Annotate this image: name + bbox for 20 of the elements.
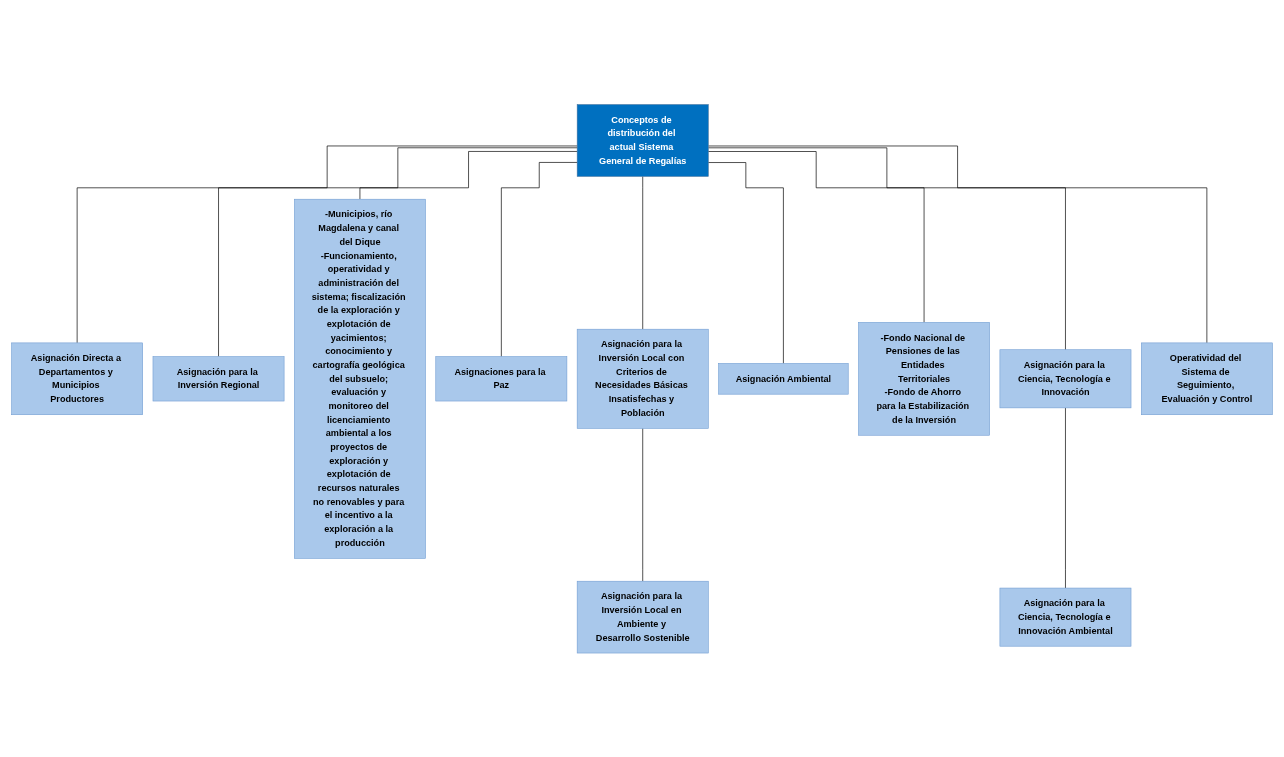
node-box: Asignación para la Ciencia, Tecnología e Innovación Ambiental — [999, 587, 1132, 647]
node-box: Operatividad del Sistema de Seguimiento, Evaluación y Control — [1141, 342, 1273, 415]
connector — [359, 150, 578, 200]
connector — [76, 145, 578, 343]
connector — [707, 145, 1208, 343]
node-box: -Municipios, río Magdalena y canal del Dique -Funcionamiento, operatividad y administración del sistema; fiscalización de la exploración y explotación de yacimientos; conocimiento y cartografía geológica del subsuelo; evaluación y monitoreo del licenciamiento ambiental a los proyectos de exploración y explotación de recursos naturales no renovables y para el incentivo a la exploración a la producción — [294, 198, 426, 559]
connector — [1065, 407, 1066, 589]
node-box: Asignación para la Inversión Local en Ambiente y Desarrollo Sostenible — [576, 580, 709, 654]
connector — [707, 150, 925, 323]
connector — [707, 147, 1066, 350]
connector — [707, 161, 784, 364]
node-box: -Fondo Nacional de Pensiones de las Entidades Territoriales -Fondo de Ahorro para la Estabilización de la Inversión — [858, 321, 990, 436]
node-box: Asignación para la Inversión Regional — [152, 355, 285, 401]
connector — [218, 147, 578, 357]
node-box: Conceptos de distribución del actual Sistema General de Regalías — [576, 103, 709, 177]
node-box: Asignaciones para la Paz — [435, 355, 568, 401]
node-box: Asignación para la Ciencia, Tecnología e Innovación — [999, 349, 1132, 408]
node-box: Asignación para la Inversión Local con Criterios de Necesidades Básicas Insatisfechas y Población — [576, 328, 709, 429]
node-box: Asignación Directa a Departamentos y Municipios Productores — [11, 342, 143, 415]
node-box: Asignación Ambiental — [718, 362, 849, 395]
